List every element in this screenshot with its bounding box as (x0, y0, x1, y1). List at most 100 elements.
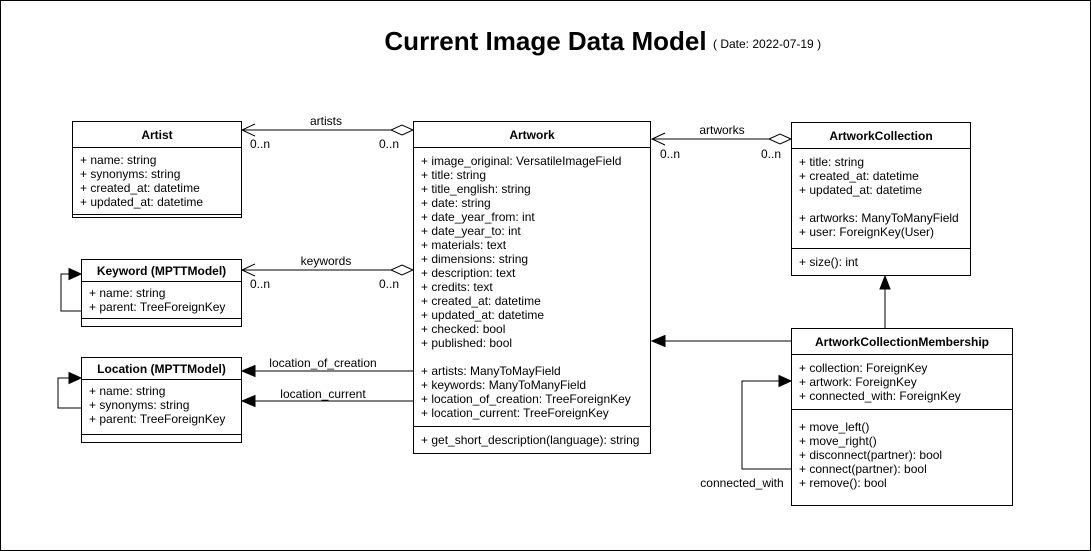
attribute: + title: string (799, 155, 865, 169)
class-artwork-collection-membership-methods: + move_left() + move_right() + disconnec… (792, 409, 1012, 505)
edge-keywords (240, 263, 415, 277)
class-artwork: Artwork + image_original: VersatileImage… (413, 121, 651, 454)
multiplicity-artists-target: 0..n (379, 137, 400, 151)
attribute: + created_at: datetime (80, 181, 200, 195)
attribute: + credits: text (421, 280, 493, 294)
class-artwork-attributes: + image_original: VersatileImageField + … (414, 148, 650, 426)
attribute: + keywords: ManyToManyField (421, 378, 587, 392)
class-artwork-collection-attributes: + title: string + created_at: datetime +… (792, 149, 970, 248)
filled-arrowhead (240, 394, 256, 408)
edge-location-self (57, 371, 83, 409)
edge-label-keywords: keywords (300, 254, 352, 268)
edge-label-connected-with: connected_with (700, 476, 784, 490)
attribute: + dimensions: string (421, 252, 529, 266)
attribute: + updated_at: datetime (799, 183, 923, 197)
method: + disconnect(partner): bool (799, 448, 943, 462)
attribute: + name: string (89, 384, 166, 398)
attribute: + published: bool (421, 336, 513, 350)
edge-location-of-creation (240, 364, 413, 378)
attribute: + location_of_creation: TreeForeignKey (421, 392, 631, 406)
attribute: + location_current: TreeForeignKey (421, 406, 609, 420)
filled-arrowhead (778, 374, 793, 388)
class-artwork-collection-title: ArtworkCollection (792, 123, 970, 149)
edge-label-artists: artists (309, 114, 342, 128)
class-location-title: Location (MPTTModel) (82, 358, 241, 380)
attribute: + user: ForeignKey(User) (799, 225, 935, 239)
class-artist-title: Artist (73, 122, 241, 148)
attribute: + created_at: datetime (421, 294, 541, 308)
class-keyword: Keyword (MPTTModel) + name: string + par… (81, 259, 242, 327)
attribute: + materials: text (421, 238, 507, 252)
attribute: + date_year_from: int (421, 210, 535, 224)
edge-connected-with (741, 374, 793, 470)
attribute: + created_at: datetime (799, 169, 919, 183)
class-artwork-collection-methods: + size(): int (792, 248, 970, 275)
open-arrowhead (240, 263, 256, 277)
aggregation-diamond (389, 264, 415, 276)
class-keyword-attributes: + name: string + parent: TreeForeignKey (82, 282, 241, 318)
class-artwork-title: Artwork (414, 122, 650, 148)
edge-artists (240, 123, 415, 137)
filled-arrowhead (879, 274, 891, 290)
page-title: Current Image Data Model (384, 26, 707, 56)
class-location: Location (MPTTModel) + name: string + sy… (81, 357, 242, 443)
multiplicity-artworks-target: 0..n (761, 147, 782, 161)
class-artwork-methods: + get_short_description(language): strin… (414, 426, 650, 453)
edge-artworks (650, 132, 793, 146)
method: + remove(): bool (799, 476, 887, 490)
edge-membership-to-collection (879, 274, 891, 328)
edge-label-location-of-creation: location_of_creation (269, 356, 377, 370)
aggregation-diamond (389, 124, 415, 136)
class-artist-attributes: + name: string + synonyms: string + crea… (73, 148, 241, 214)
multiplicity-keywords-target: 0..n (379, 277, 400, 291)
attribute: + image_original: VersatileImageField (421, 154, 622, 168)
attribute: + artworks: ManyToManyField (799, 211, 959, 225)
filled-arrowhead (68, 267, 83, 281)
open-arrowhead (240, 123, 256, 137)
class-keyword-methods-empty (82, 318, 241, 326)
attribute: + artwork: ForeignKey (799, 375, 917, 389)
attribute: + name: string (80, 153, 157, 167)
filled-arrowhead (240, 364, 256, 378)
attribute: + collection: ForeignKey (799, 361, 928, 375)
attribute: + parent: TreeForeignKey (89, 412, 226, 426)
attribute: + date: string (421, 196, 491, 210)
attribute: + connected_with: ForeignKey (799, 389, 961, 403)
class-artwork-collection-membership-attributes: + collection: ForeignKey + artwork: Fore… (792, 355, 1012, 409)
method: + get_short_description(language): strin… (421, 433, 640, 447)
class-location-methods-empty (82, 434, 241, 442)
attribute: + artists: ManyToMayField (421, 364, 561, 378)
edge-label-artworks: artworks (699, 123, 745, 137)
attribute: + updated_at: datetime (421, 308, 545, 322)
multiplicity-artists-source: 0..n (250, 137, 271, 151)
attribute: + updated_at: datetime (80, 195, 204, 209)
class-keyword-title: Keyword (MPTTModel) (82, 260, 241, 282)
attribute: + synonyms: string (89, 398, 190, 412)
class-artwork-collection: ArtworkCollection + title: string + crea… (791, 122, 971, 276)
attribute: + name: string (89, 286, 166, 300)
method: + size(): int (799, 255, 859, 269)
attribute: + date_year_to: int (421, 224, 521, 238)
multiplicity-artworks-source: 0..n (660, 147, 681, 161)
attribute-spacer (799, 197, 963, 211)
attribute: + title_english: string (421, 182, 531, 196)
filled-arrowhead (650, 334, 666, 348)
open-arrowhead (650, 132, 666, 146)
multiplicity-keywords-source: 0..n (250, 277, 271, 291)
filled-arrowhead (68, 371, 83, 385)
method: + move_left() (799, 420, 870, 434)
attribute: + parent: TreeForeignKey (89, 300, 226, 314)
edge-label-location-current: location_current (280, 387, 366, 401)
attribute: + title: string (421, 168, 487, 182)
class-artwork-collection-membership: ArtworkCollectionMembership + collection… (791, 328, 1013, 506)
attribute-spacer (421, 350, 643, 364)
edge-membership-to-artwork (650, 334, 791, 348)
edge-location-current (240, 394, 413, 408)
method: + connect(partner): bool (799, 462, 927, 476)
attribute: + checked: bool (421, 322, 506, 336)
date-note: ( Date: 2022-07-19 ) (713, 37, 822, 51)
attribute: + synonyms: string (80, 167, 181, 181)
class-artwork-collection-membership-title: ArtworkCollectionMembership (792, 329, 1012, 355)
class-artist: Artist + name: string + synonyms: string… (72, 121, 242, 218)
